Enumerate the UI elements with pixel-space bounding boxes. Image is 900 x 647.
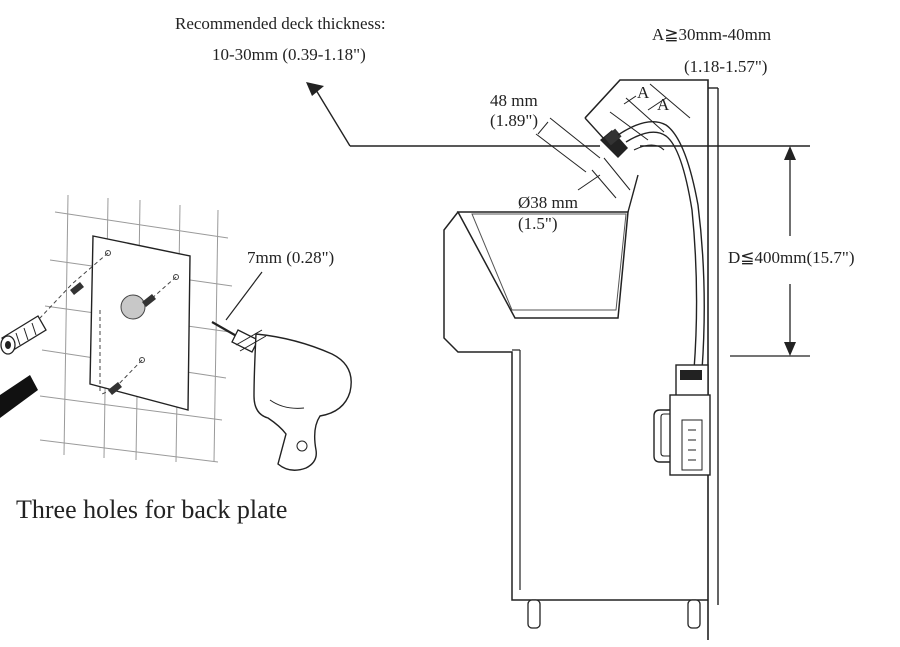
screws bbox=[70, 282, 156, 395]
faucet-height-in: (1.89") bbox=[490, 111, 538, 130]
drill-icon bbox=[211, 321, 352, 471]
back-plate-caption: Three holes for back plate bbox=[16, 495, 287, 524]
clearance-mark-a1: A bbox=[637, 83, 650, 102]
drill-size-leader bbox=[225, 271, 263, 321]
depth-limit-label: D≦400mm(15.7") bbox=[728, 248, 854, 267]
center-hole bbox=[120, 294, 146, 320]
clearance-mark-a2: A bbox=[657, 95, 670, 114]
cabinet-foot-left bbox=[527, 599, 541, 629]
faucet-body bbox=[600, 121, 705, 371]
cabinet-foot-right bbox=[687, 599, 701, 629]
deck-thickness-range: 10-30mm (0.39-1.18") bbox=[212, 45, 366, 64]
sink-basin bbox=[456, 174, 639, 319]
faucet-height-mm: 48 mm bbox=[490, 91, 538, 110]
back-plate bbox=[39, 235, 191, 411]
cabinet bbox=[443, 211, 708, 629]
clearance-dimension bbox=[609, 83, 691, 141]
faucet-dimensions bbox=[535, 117, 631, 199]
clearance-range-label: A≧30mm-40mm bbox=[652, 25, 771, 44]
hammer-handle bbox=[0, 375, 38, 418]
faucet-hole-mm: Ø38 mm bbox=[518, 193, 578, 212]
deck-thickness-heading: Recommended deck thickness: bbox=[175, 14, 386, 33]
counter-deck bbox=[306, 82, 810, 147]
backsplash bbox=[584, 79, 719, 640]
control-box bbox=[653, 364, 711, 476]
clearance-range-inches: (1.18-1.57") bbox=[684, 57, 767, 76]
depth-dimension bbox=[730, 146, 810, 357]
drill-bit-size-label: 7mm (0.28") bbox=[247, 248, 334, 267]
faucet-hole-in: (1.5") bbox=[518, 214, 558, 233]
wall-anchor bbox=[0, 315, 47, 355]
